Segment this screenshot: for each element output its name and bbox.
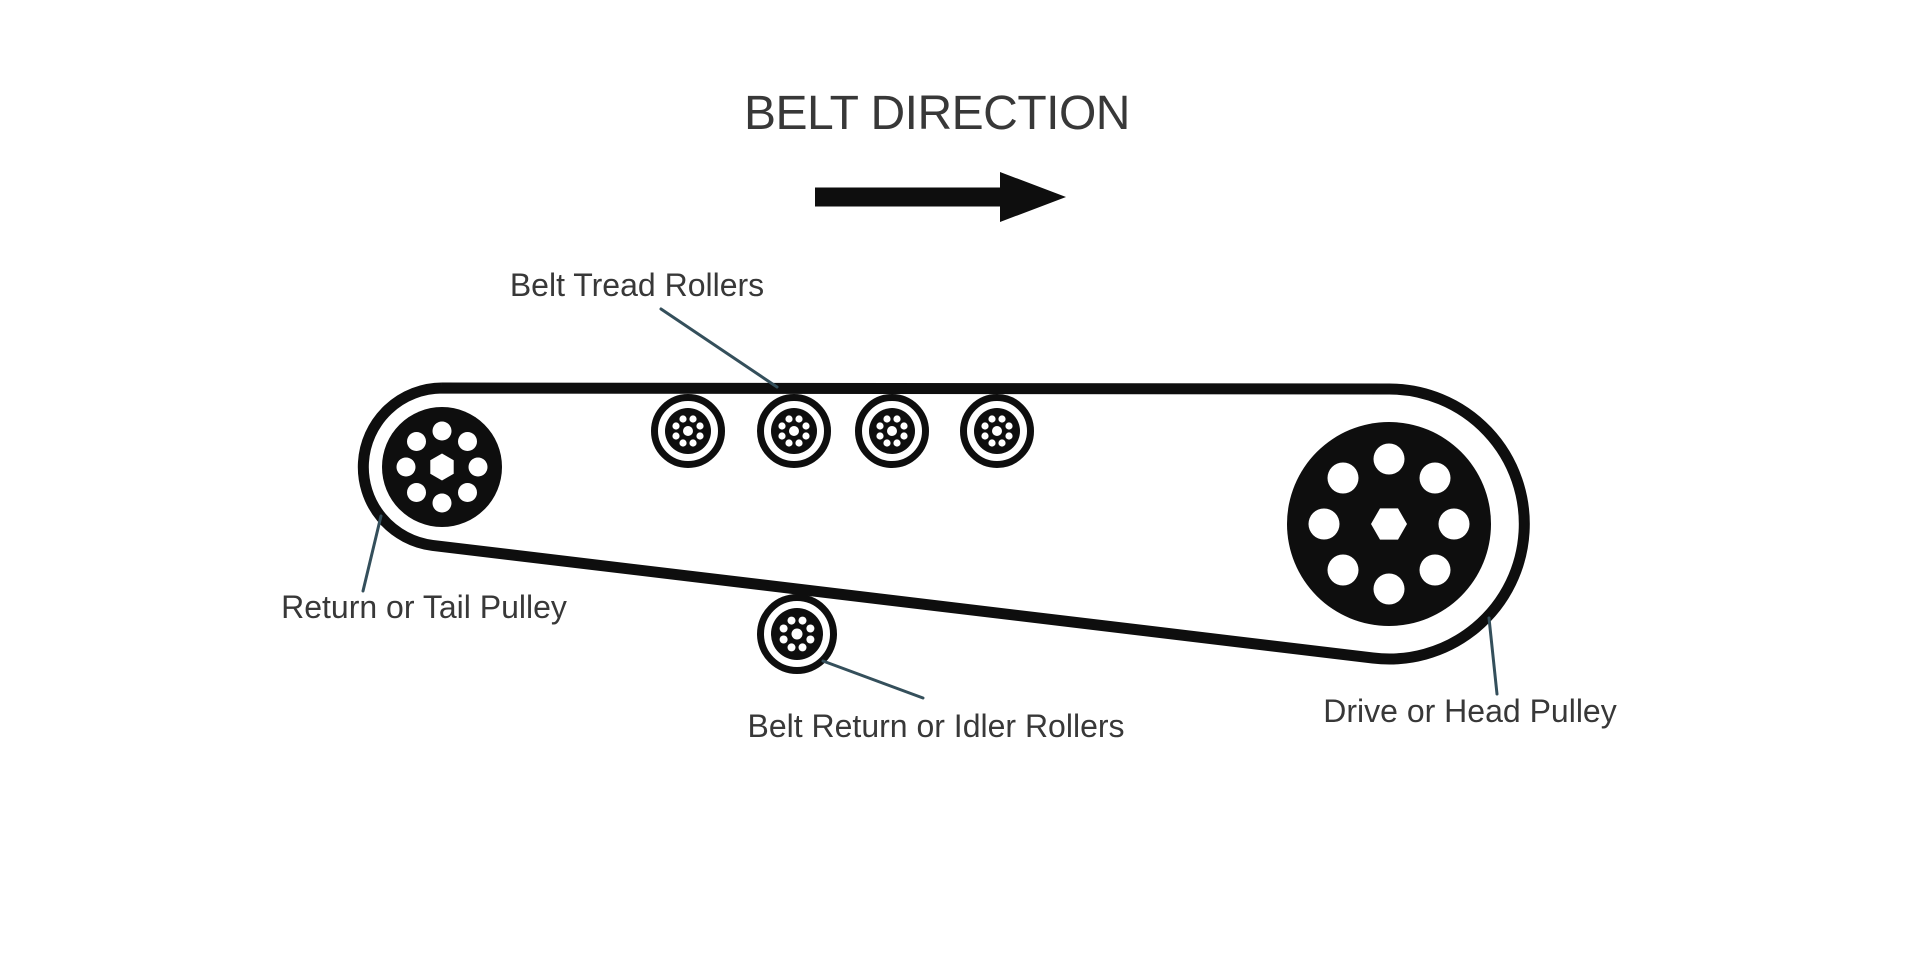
head-pulley-bolt-hole [1438, 508, 1470, 540]
tread-roller-dot [689, 415, 697, 423]
label-belt-return-or-idler-rollers: Belt Return or Idler Rollers [747, 708, 1124, 744]
head-pulley-bolt-hole [1373, 573, 1405, 605]
tread-roller-dot [1005, 432, 1013, 440]
head-pulley-bolt-hole [1327, 554, 1359, 586]
tread-roller-dot [900, 432, 908, 440]
tail-pulley-bolt-hole [407, 432, 426, 451]
tread-roller-dot [696, 432, 704, 440]
label-belt-tread-rollers: Belt Tread Rollers [510, 267, 764, 303]
tread-roller-dot [785, 439, 793, 447]
tread-roller-dot [988, 439, 996, 447]
tread-roller-dot [1005, 422, 1013, 430]
tread-roller-hub-dot [992, 426, 1002, 436]
tread-roller-dot [883, 439, 891, 447]
tread-roller-dot [988, 415, 996, 423]
tread-roller-dot [672, 432, 680, 440]
label-return-or-tail-pulley: Return or Tail Pulley [281, 589, 567, 625]
tread-roller-dot [679, 439, 687, 447]
leader-line-tread [659, 307, 779, 389]
tail-pulley-bolt-hole [396, 457, 416, 477]
tread-roller-dot [876, 422, 884, 430]
belt-tread-rollers [651, 394, 1034, 468]
tail-pulley-bolt-hole [468, 457, 488, 477]
head-pulley-bolt-hole [1419, 462, 1451, 494]
tread-roller-dot [900, 422, 908, 430]
tread-roller-dot [795, 415, 803, 423]
right-arrow-icon [815, 172, 1066, 222]
head-pulley-bolt-hole [1373, 443, 1405, 475]
tread-roller-dot [998, 415, 1006, 423]
tread-roller-hub-dot [683, 426, 693, 436]
head-pulley-bolt-hole [1327, 462, 1359, 494]
idler-roller-dot [806, 624, 815, 633]
belt-direction-arrow [815, 172, 1066, 222]
idler-roller-dot [779, 624, 788, 633]
tread-roller-dot [679, 415, 687, 423]
belt-outline [357, 382, 1530, 665]
tread-roller-dot [802, 422, 810, 430]
tread-roller-hub-dot [789, 426, 799, 436]
tread-roller-dot [893, 439, 901, 447]
head-pulley [1287, 422, 1491, 626]
tread-roller-dot [981, 422, 989, 430]
leader-line-head [1487, 616, 1499, 696]
tread-roller-dot [981, 432, 989, 440]
leader-line-idler [821, 659, 925, 700]
tail-pulley-bolt-hole [458, 432, 477, 451]
diagram-title: BELT DIRECTION [744, 87, 1130, 140]
label-drive-or-head-pulley: Drive or Head Pulley [1323, 693, 1616, 729]
tread-roller-dot [893, 415, 901, 423]
idler-roller-hub-dot [791, 628, 803, 640]
tread-roller-dot [998, 439, 1006, 447]
tail-pulley-bolt-hole [458, 483, 477, 502]
tread-roller-dot [802, 432, 810, 440]
idler-roller-dot [787, 643, 796, 652]
tail-pulley-bolt-hole [407, 483, 426, 502]
tread-roller-dot [696, 422, 704, 430]
tail-pulley-bolt-hole [432, 421, 452, 441]
conveyor-belt-loop [357, 382, 1530, 665]
tail-pulley-bolt-hole [432, 493, 452, 513]
tail-pulley [382, 407, 502, 527]
tread-roller-dot [689, 439, 697, 447]
tread-roller-dot [785, 415, 793, 423]
tread-roller-dot [795, 439, 803, 447]
head-pulley-bolt-hole [1308, 508, 1340, 540]
head-pulley-hex-hub [1371, 508, 1407, 540]
leader-line-tail [361, 514, 383, 593]
tread-roller-dot [778, 422, 786, 430]
belt-idler-roller [757, 594, 837, 674]
tread-roller-dot [876, 432, 884, 440]
idler-roller-dot [798, 643, 807, 652]
idler-roller-dot [798, 616, 807, 625]
tread-roller-dot [672, 422, 680, 430]
idler-roller-dot [779, 635, 788, 644]
tread-roller-hub-dot [887, 426, 897, 436]
head-pulley-bolt-hole [1419, 554, 1451, 586]
tread-roller-dot [883, 415, 891, 423]
idler-roller-dot [806, 635, 815, 644]
tread-roller-dot [778, 432, 786, 440]
idler-roller-dot [787, 616, 796, 625]
tail-pulley-hex-hub [430, 453, 454, 481]
label-leader-lines [361, 307, 1499, 700]
